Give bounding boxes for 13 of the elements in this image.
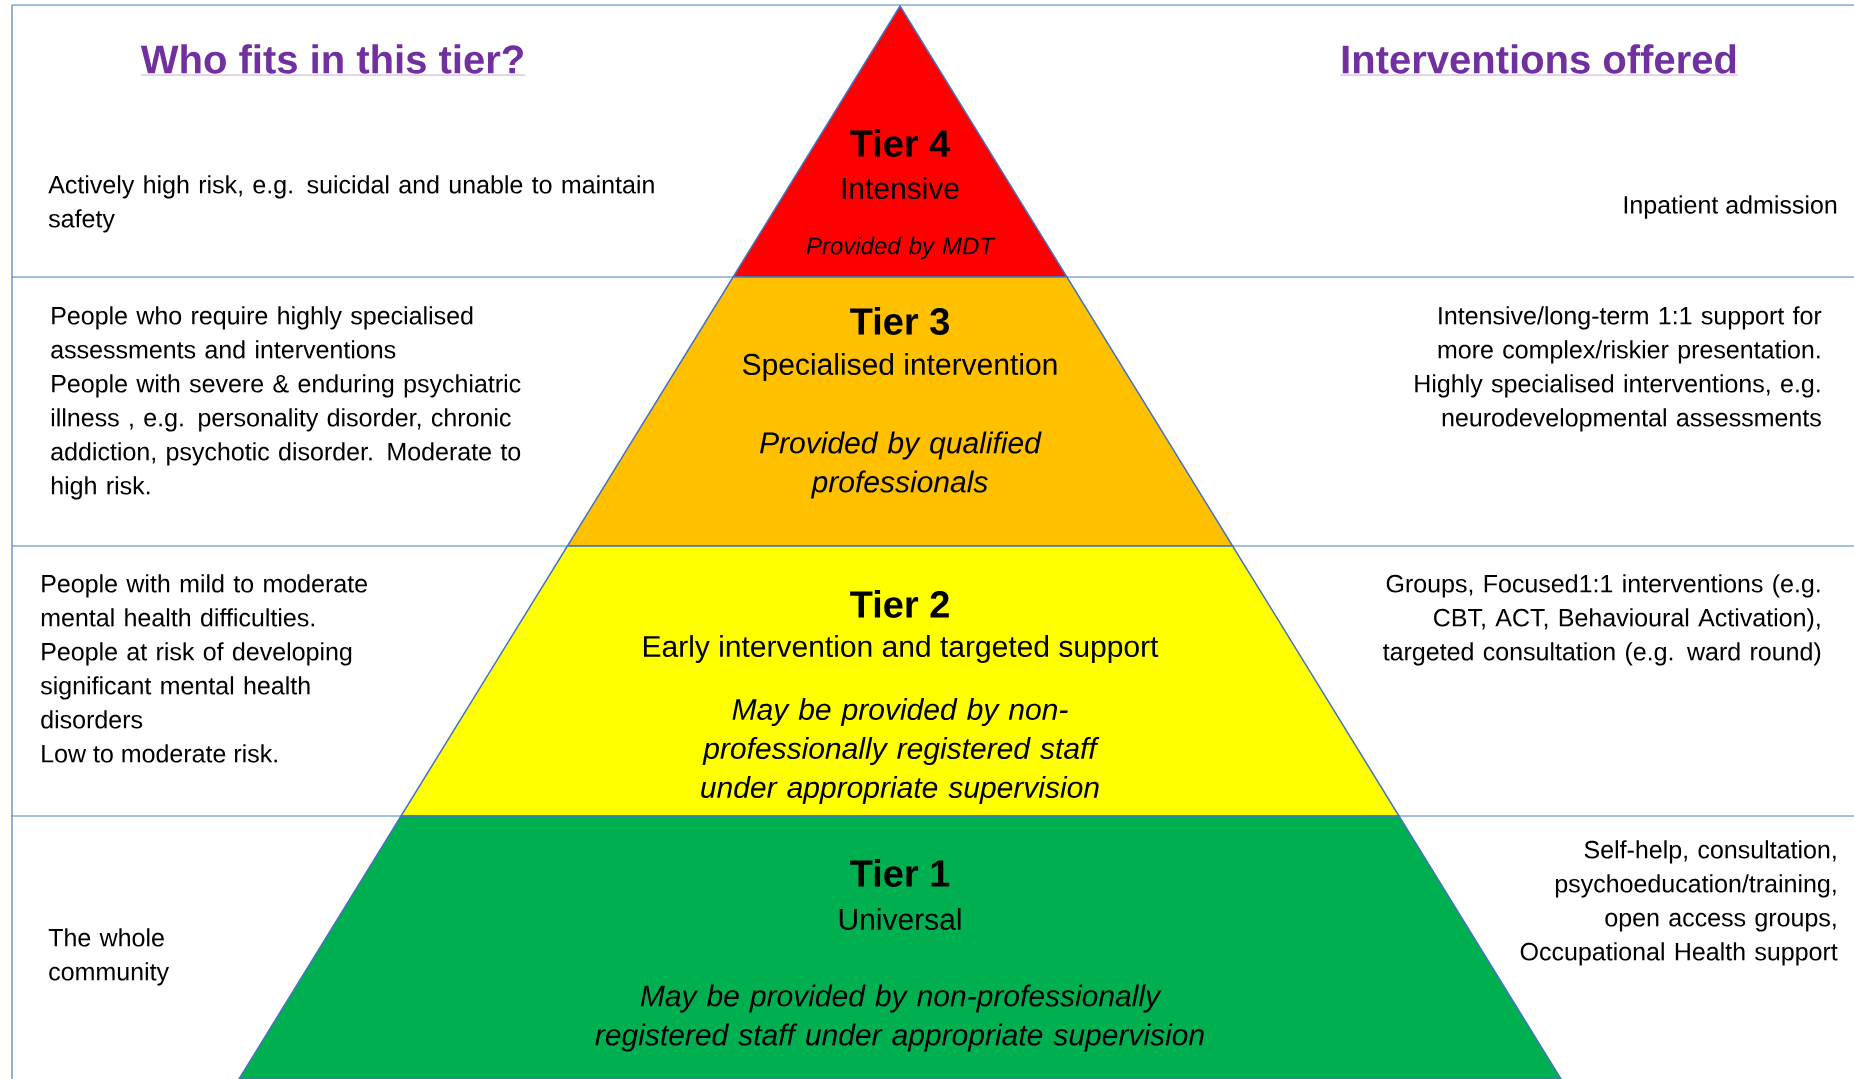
description-text: Low to moderate risk. <box>42 744 277 763</box>
column-heading: Who fits in this tier? <box>140 44 526 76</box>
description-text: The whole community <box>48 928 169 986</box>
description-text: Actively high risk, e.g. suicidal and unable to maintain safety <box>48 175 654 233</box>
description-text: People at risk of developing significant mental health disorders <box>40 642 352 729</box>
description-text: People with severe & enduring psychiatric illness , e.g. personality disorder, chronic addiction, psychotic disorder. Moderate to high risk. <box>51 374 521 500</box>
column-heading: Interventions offered <box>1339 44 1739 76</box>
description-text: People with mild to moderate mental health difficulties. <box>41 574 367 627</box>
description-text: Intensive/long-term 1:1 support for more complex/riskier presentation. Highly specialised interventions, e.g. neurodevelopmental assessments <box>1415 306 1822 432</box>
description-text: Inpatient admission <box>1624 195 1837 219</box>
tier-band: Tier 3 Specialised intervention Provided by qualified professionals <box>566 276 1234 547</box>
description-text: People who require highly specialised assessments and interventions <box>51 306 473 359</box>
description-text: Groups, Focused1:1 interventions (e.g. CBT, ACT, Behavioural Activation), targeted consultation (e.g. ward round) <box>1383 574 1821 666</box>
